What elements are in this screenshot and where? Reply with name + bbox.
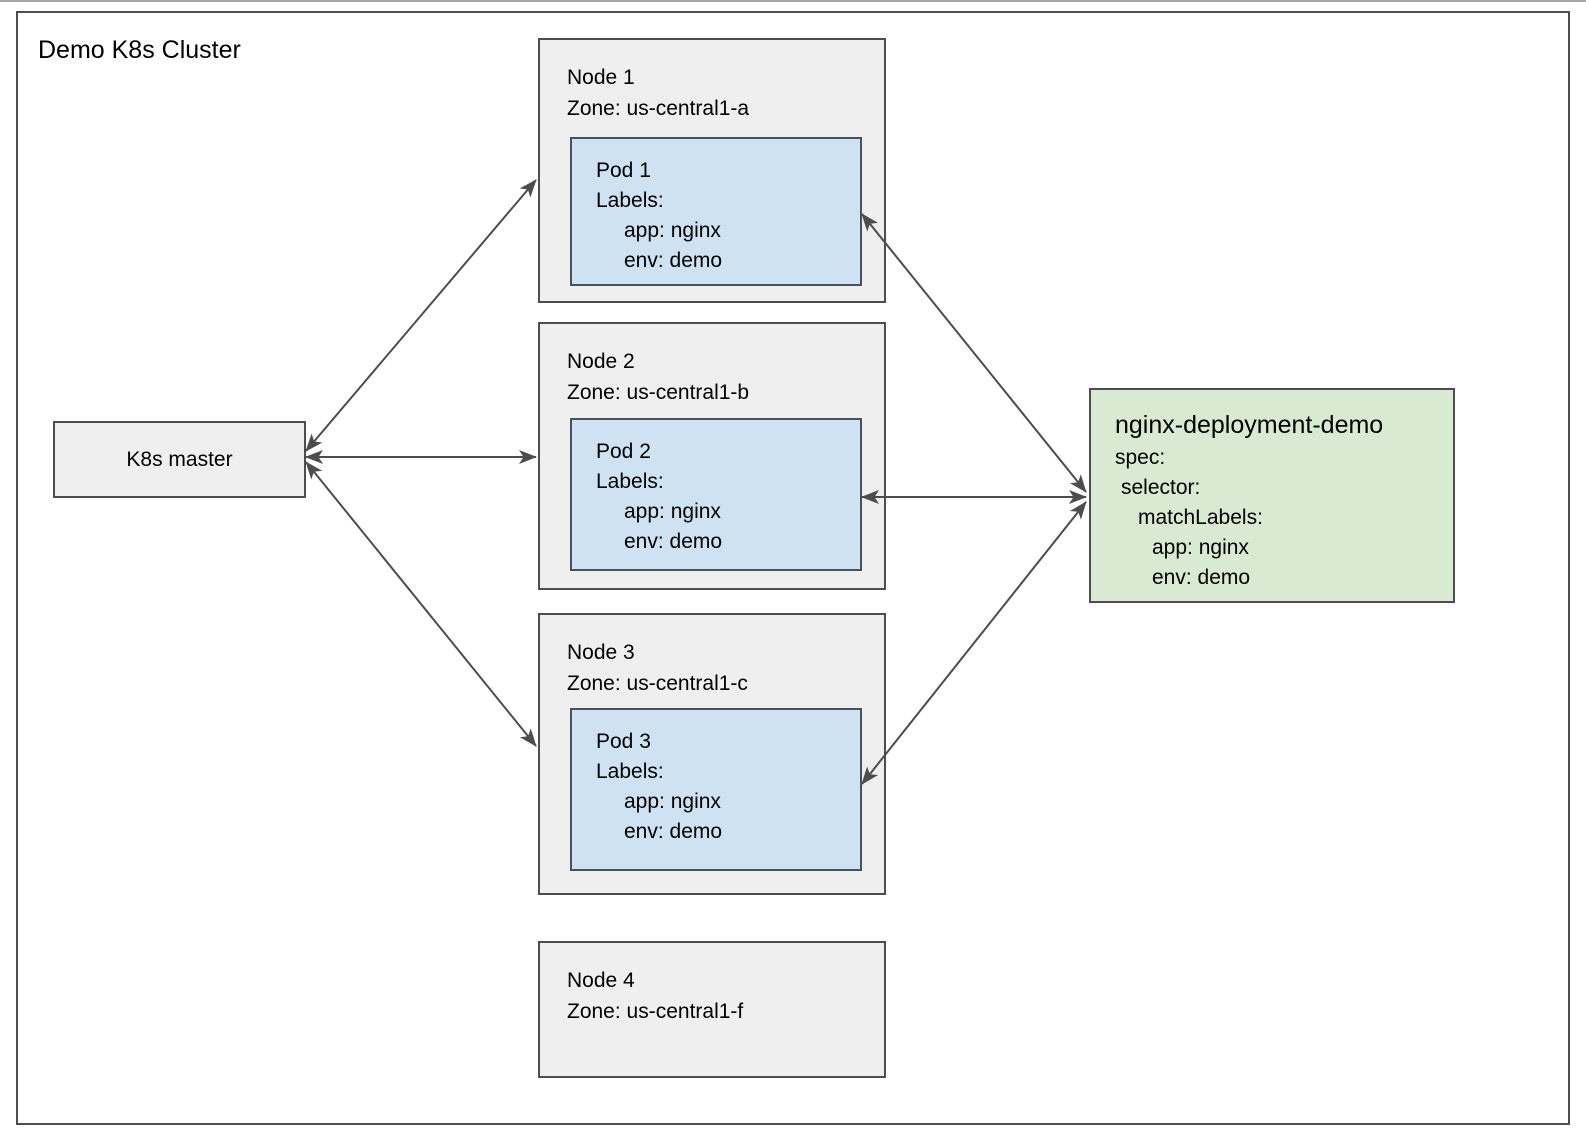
k8s-master-label: K8s master [126, 447, 233, 471]
node-3-zone: Zone: us-central1-c [567, 672, 748, 695]
deployment-box: nginx-deployment-demo spec: selector: ma… [1089, 388, 1455, 603]
node-4-box: Node 4 Zone: us-central1-f [538, 941, 886, 1078]
pod-3-label-app: app: nginx [624, 790, 721, 813]
node-2-box: Node 2 Zone: us-central1-b Pod 2 Labels:… [538, 322, 886, 590]
node-4-zone: Zone: us-central1-f [567, 1000, 744, 1023]
pod-2-name: Pod 2 [596, 440, 651, 463]
pod-1-label-env: env: demo [624, 249, 723, 272]
node-3-box: Node 3 Zone: us-central1-c Pod 3 Labels:… [538, 613, 886, 895]
pod-3-labels-heading: Labels: [596, 760, 664, 783]
deployment-line-spec: spec: [1115, 446, 1166, 469]
node-1-text: Node 1 Zone: us-central1-a [567, 62, 749, 124]
cluster-boundary-box [16, 11, 1570, 1125]
node-3-text: Node 3 Zone: us-central1-c [567, 637, 748, 699]
node-4-name: Node 4 [567, 969, 635, 992]
node-1-box: Node 1 Zone: us-central1-a Pod 1 Labels:… [538, 38, 886, 303]
pod-2-label-app: app: nginx [624, 500, 721, 523]
pod-3-label-env: env: demo [624, 820, 723, 843]
node-2-name: Node 2 [567, 350, 635, 373]
node-4-text: Node 4 Zone: us-central1-f [567, 965, 743, 1027]
cluster-title: Demo K8s Cluster [38, 36, 241, 64]
pod-2-box: Pod 2 Labels: app: nginx env: demo [570, 418, 862, 571]
pod-2-label-env: env: demo [624, 530, 723, 553]
pod-1-box: Pod 1 Labels: app: nginx env: demo [570, 137, 862, 286]
node-1-name: Node 1 [567, 66, 635, 89]
node-2-zone: Zone: us-central1-b [567, 381, 750, 404]
pod-2-labels-heading: Labels: [596, 470, 664, 493]
deployment-line-app: app: nginx [1152, 536, 1249, 559]
pod-3-name: Pod 3 [596, 730, 651, 753]
pod-1-labels-heading: Labels: [596, 189, 664, 212]
pod-1-label-app: app: nginx [624, 219, 721, 242]
node-1-zone: Zone: us-central1-a [567, 97, 750, 120]
deployment-line-matchlabels: matchLabels: [1138, 506, 1263, 529]
pod-1-name: Pod 1 [596, 159, 651, 182]
node-2-text: Node 2 Zone: us-central1-b [567, 346, 749, 408]
window-edge-line [0, 0, 1586, 2]
deployment-title: nginx-deployment-demo [1115, 411, 1384, 439]
deployment-line-selector: selector: [1121, 476, 1201, 499]
pod-3-box: Pod 3 Labels: app: nginx env: demo [570, 708, 862, 871]
deployment-line-env: env: demo [1152, 566, 1251, 589]
k8s-master-box: K8s master [53, 421, 306, 498]
node-3-name: Node 3 [567, 641, 635, 664]
